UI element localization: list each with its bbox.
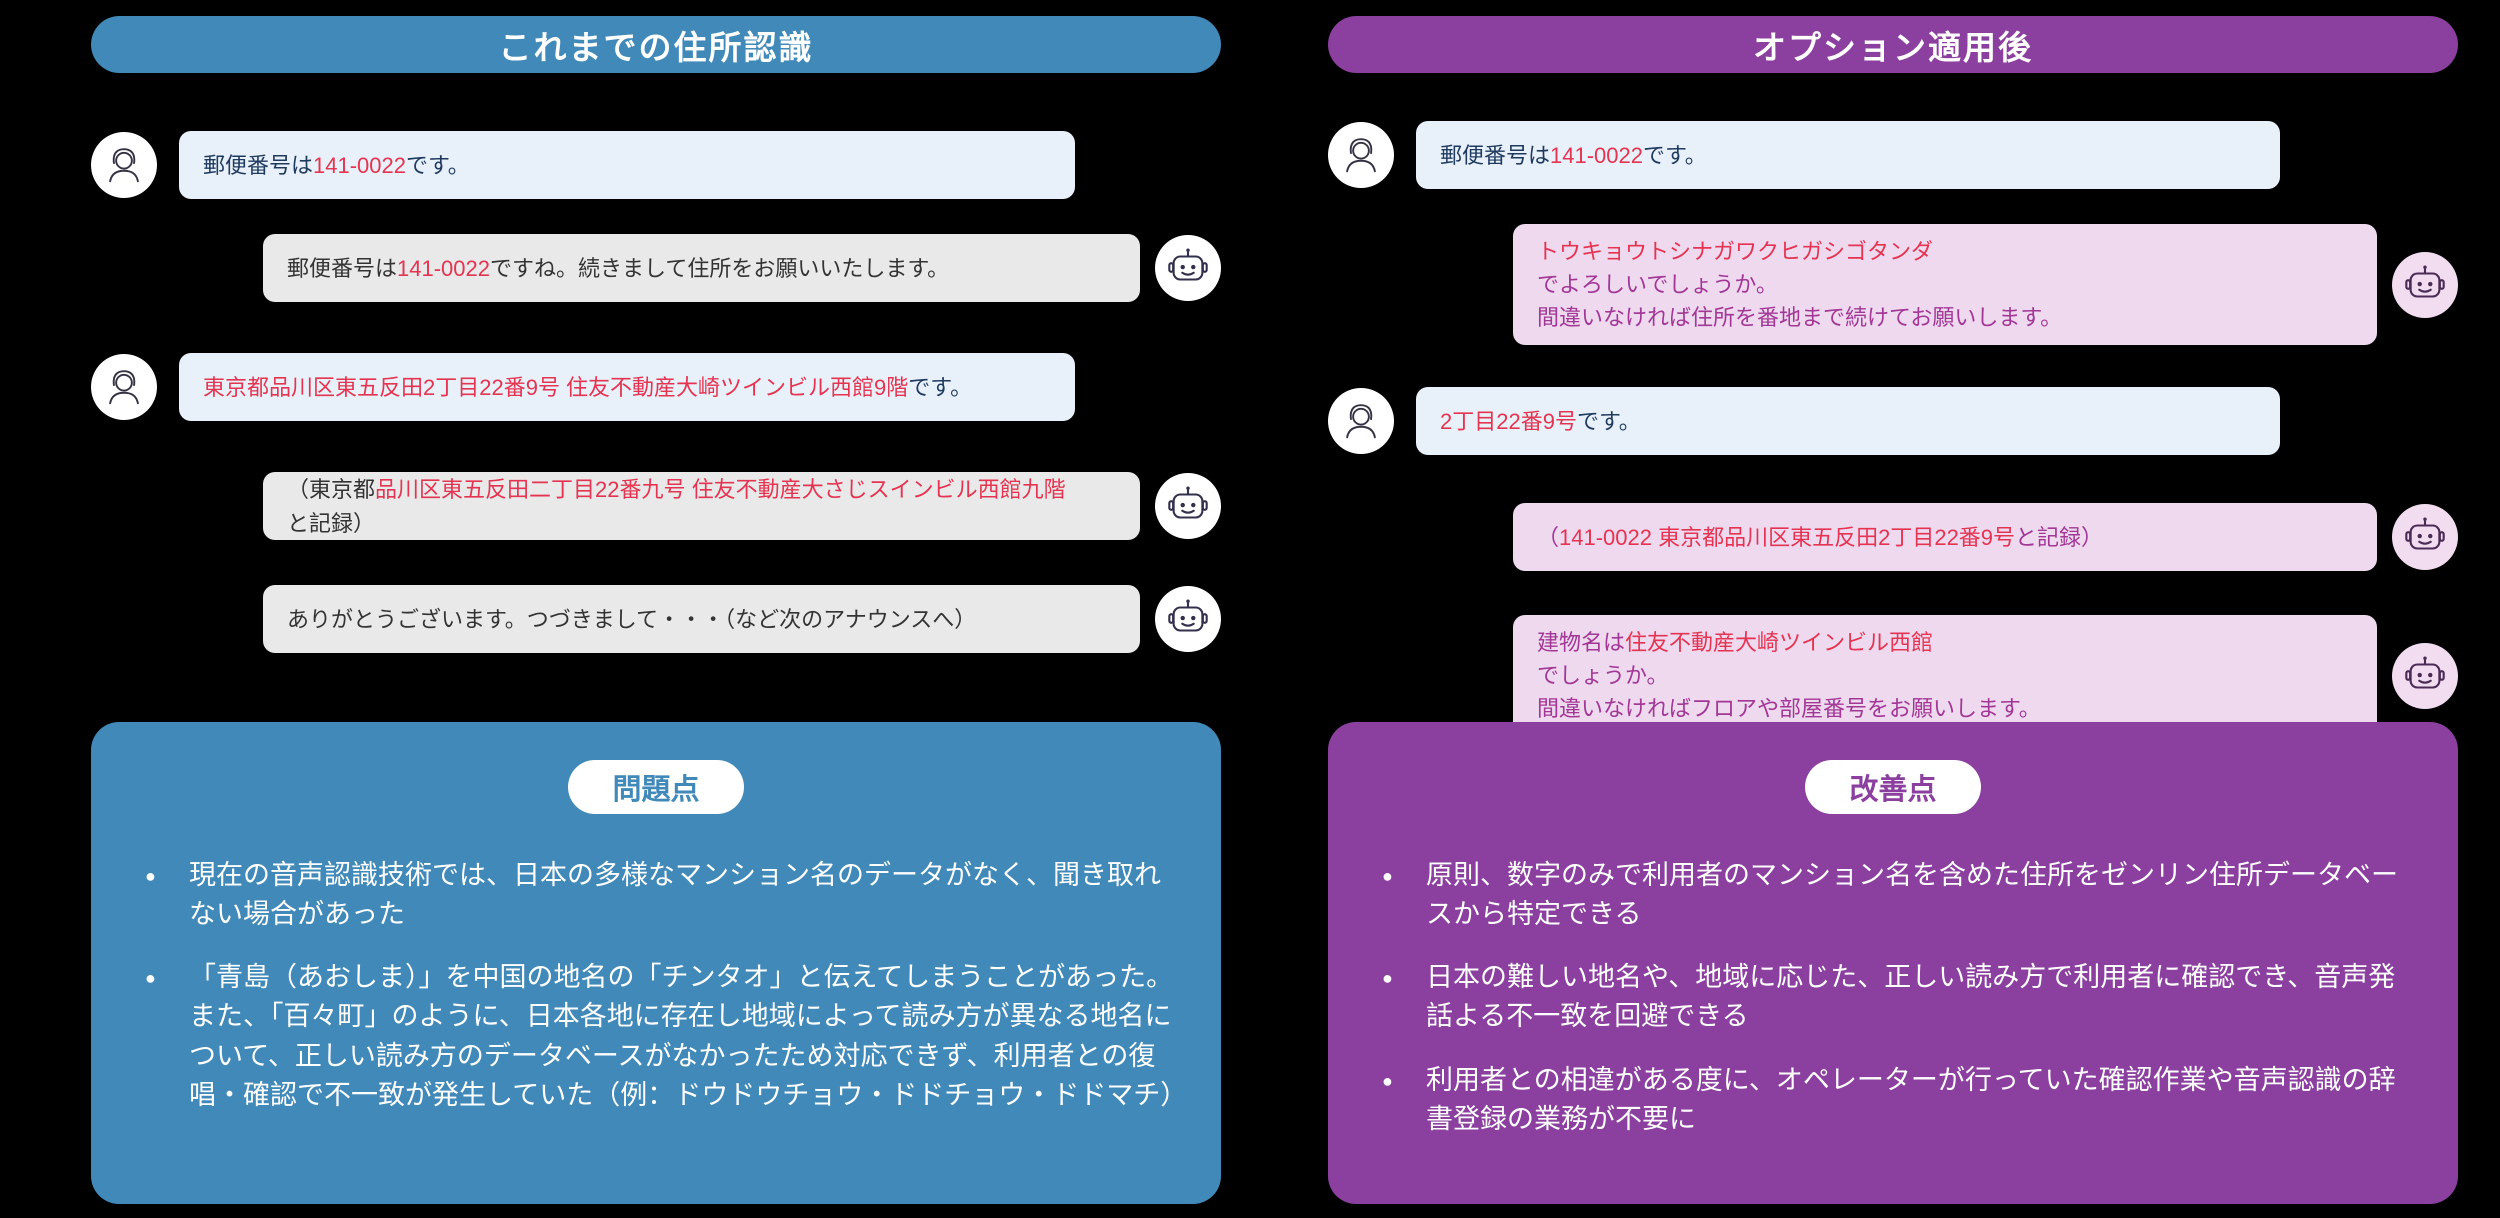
text-segment: です。	[406, 152, 470, 178]
bot-message-bubble: ありがとうございます。つづきまして・・・（など次のアナウンスへ）	[263, 585, 1140, 653]
text-segment: 141-0022	[313, 152, 406, 178]
chat-row-user: 2丁目22番9号です。	[1328, 387, 2458, 455]
robot-icon	[1168, 248, 1208, 281]
improvement-item: 日本の難しい地名や、地域に応じた、正しい読み方で利用者に確認でき、音声発話よる不…	[1380, 958, 2412, 1036]
user-message-bubble: 東京都品川区東五反田2丁目22番9号 住友不動産大崎ツインビル西館9階です。	[179, 353, 1075, 421]
robot-avatar	[2392, 504, 2458, 570]
text-segment: 141-0022 東京都品川区東五反田2丁目22番9号	[1559, 524, 2016, 550]
chat-row-bot: ありがとうございます。つづきまして・・・（など次のアナウンスへ）	[91, 585, 1221, 653]
improvements-panel: 改善点 原則、数字のみで利用者のマンション名を含めた住所をゼンリン住所データベー…	[1328, 722, 2458, 1204]
robot-avatar	[1155, 473, 1221, 539]
user-avatar	[1328, 388, 1394, 454]
text-segment: 141-0022	[397, 255, 490, 281]
robot-icon	[2405, 656, 2445, 689]
improvements-title-label: 改善点	[1849, 774, 1937, 806]
problems-list: 現在の音声認識技術では、日本の多様なマンション名のデータがなく、聞き取れない場合…	[143, 856, 1187, 1115]
person-icon	[1346, 404, 1376, 439]
text-segment: 東京都品川区東五反田2丁目22番9号 住友不動産大崎ツインビル西館9階	[203, 374, 909, 400]
improvement-item: 原則、数字のみで利用者のマンション名を含めた住所をゼンリン住所データベースから特…	[1380, 856, 2412, 934]
robot-icon	[2405, 517, 2445, 550]
text-segment: （東京都	[287, 476, 376, 502]
improvement-item: 利用者との相違がある度に、オペレーターが行っていた確認作業や音声認識の辞書登録の…	[1380, 1061, 2412, 1139]
text-segment: です。	[1576, 408, 1641, 434]
text-segment: 郵便番号は	[203, 152, 314, 178]
text-segment: 2丁目22番9号	[1440, 408, 1577, 434]
text-segment: でよろしいでしょうか。 間違いなければ住所を番地まで続けてお願いします。	[1537, 272, 2063, 330]
chat-row-bot: トウキョウトシナガワクヒガシゴタンダでよろしいでしょうか。 間違いなければ住所を…	[1328, 224, 2458, 345]
robot-avatar	[2392, 251, 2458, 318]
problems-panel: 問題点 現在の音声認識技術では、日本の多様なマンション名のデータがなく、聞き取れ…	[91, 722, 1221, 1204]
problems-title-label: 問題点	[612, 774, 700, 806]
chat-row-bot: （141-0022 東京都品川区東五反田2丁目22番9号と記録）	[1328, 503, 2458, 571]
improvements-title-pill: 改善点	[1805, 760, 1981, 814]
text-segment: 品川区東五反田二丁目22番九号 住友不動産大さじスインビル西館九階	[375, 476, 1066, 502]
chat-row-user: 東京都品川区東五反田2丁目22番9号 住友不動産大崎ツインビル西館9階です。	[91, 353, 1221, 421]
user-avatar	[91, 132, 157, 198]
person-icon	[109, 148, 139, 183]
person-icon	[1346, 138, 1376, 173]
bot-message-bubble: （東京都品川区東五反田二丁目22番九号 住友不動産大さじスインビル西館九階と記録…	[263, 472, 1140, 540]
text-segment: です。	[1643, 142, 1707, 168]
text-segment: と記録）	[2015, 524, 2104, 550]
text-segment: 141-0022	[1550, 142, 1643, 168]
before-header-label: これまでの住所認識	[498, 28, 814, 66]
user-avatar	[91, 354, 157, 420]
improvements-list: 原則、数字のみで利用者のマンション名を含めた住所をゼンリン住所データベースから特…	[1380, 856, 2412, 1139]
after-header-label: オプション適用後	[1753, 28, 2033, 66]
problem-item: 現在の音声認識技術では、日本の多様なマンション名のデータがなく、聞き取れない場合…	[143, 856, 1175, 934]
text-segment: 郵便番号は	[287, 255, 398, 281]
text-segment: （	[1537, 524, 1560, 550]
text-segment: ですね。続きまして住所をお願いいたします。	[490, 255, 950, 281]
text-segment: でしょうか。 間違いなければフロアや部屋番号をお願いします。	[1537, 663, 2041, 721]
text-segment: 建物名は	[1537, 630, 1626, 655]
text-segment: ありがとうございます。つづきまして・・・（など次のアナウンスへ）	[287, 606, 977, 632]
chat-row-bot: 建物名は住友不動産大崎ツインビル西館でしょうか。 間違いなければフロアや部屋番号…	[1328, 615, 2458, 736]
problems-title-pill: 問題点	[568, 760, 744, 814]
robot-avatar	[1155, 586, 1221, 652]
bot-message-bubble: 建物名は住友不動産大崎ツインビル西館でしょうか。 間違いなければフロアや部屋番号…	[1513, 615, 2377, 736]
user-message-bubble: 2丁目22番9号です。	[1416, 387, 2280, 455]
bot-message-bubble: トウキョウトシナガワクヒガシゴタンダでよろしいでしょうか。 間違いなければ住所を…	[1513, 224, 2377, 345]
robot-icon	[1168, 486, 1208, 519]
text-segment: 住友不動産大崎ツインビル西館	[1625, 630, 1934, 655]
bot-message-bubble: （141-0022 東京都品川区東五反田2丁目22番9号と記録）	[1513, 503, 2377, 571]
text-segment: と記録）	[287, 510, 376, 536]
before-header-pill: これまでの住所認識	[91, 16, 1221, 73]
robot-icon	[2405, 265, 2445, 298]
problem-item: 「青島（あおしま）」を中国の地名の「チンタオ」と伝えてしまうことがあった。また、…	[143, 958, 1187, 1115]
person-icon	[109, 370, 139, 405]
robot-icon	[1168, 599, 1208, 632]
robot-avatar	[1155, 235, 1221, 301]
text-segment: 郵便番号は	[1440, 142, 1551, 168]
text-segment: トウキョウトシナガワクヒガシゴタンダ	[1537, 239, 1934, 264]
user-avatar	[1328, 122, 1394, 188]
after-header-pill: オプション適用後	[1328, 16, 2458, 73]
chat-row-bot: （東京都品川区東五反田二丁目22番九号 住友不動産大さじスインビル西館九階と記録…	[91, 472, 1221, 540]
text-segment: です。	[908, 374, 973, 400]
robot-avatar	[2392, 642, 2458, 709]
